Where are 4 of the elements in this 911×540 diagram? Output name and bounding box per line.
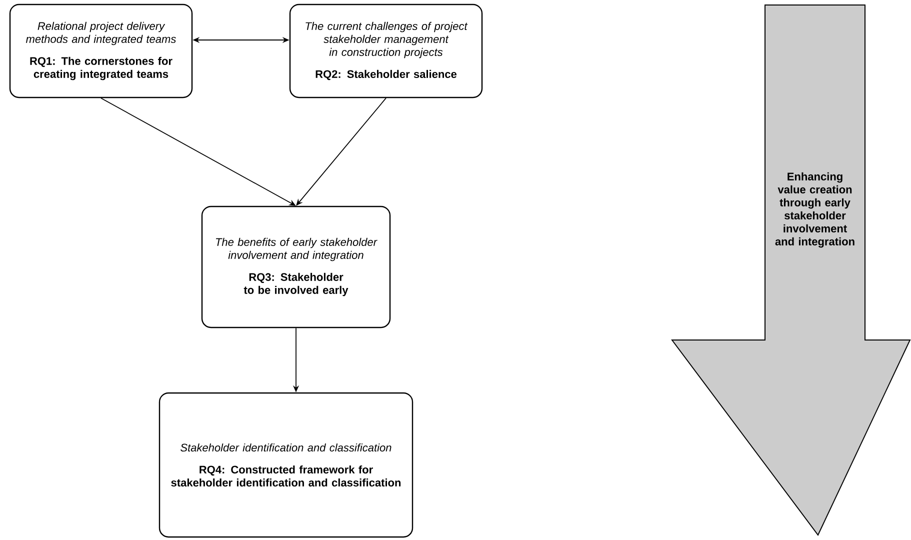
text-box: The current challenges of project stakeholder management in construction projects RQ2: Stakeholder salience [289,4,483,98]
text-box: Stakeholder identification and classification RQ4: Constructed framework for stakeholder identification and classification [158,392,414,538]
text-box: The benefits of early stakeholder involvement and integration RQ3: Stakeholder to be involved early [201,206,391,328]
text-box: Relational project delivery methods and integrated teams RQ1: The cornerstones for creating integrated teams [9,4,193,98]
